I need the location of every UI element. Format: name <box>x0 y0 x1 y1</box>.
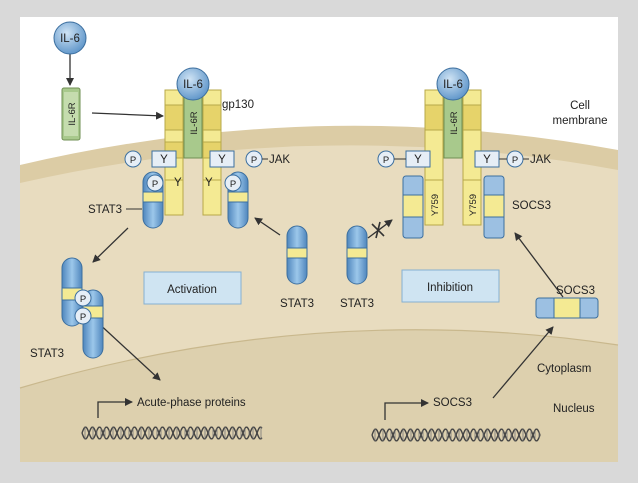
activation-box <box>143 271 242 305</box>
jak-label-left: JAK <box>269 154 290 166</box>
arrow-socs3-gene-to-protein <box>492 326 554 399</box>
p-right-2: P <box>512 155 518 166</box>
arrow-transcription-socs3 <box>384 399 429 420</box>
stat3-dimer: P P STAT3 <box>30 257 104 360</box>
stat3-free-1: STAT3 <box>280 225 314 310</box>
nuclear-envelope <box>19 329 619 389</box>
arrow-transcription-acute <box>97 398 133 418</box>
il6r-label-free: IL-6R <box>67 102 78 125</box>
arrow-stat3-dimerize <box>92 227 129 263</box>
p-dimer-1: P <box>80 294 86 305</box>
il6r-label-right: IL-6R <box>449 111 460 134</box>
cell-membrane-label-2: membrane <box>553 115 608 127</box>
stat3-label-free-1: STAT3 <box>280 298 314 310</box>
p-dimer-2: P <box>80 312 86 323</box>
stat3-label-bound: STAT3 <box>88 204 122 216</box>
y-site-right-2: Y <box>483 154 491 166</box>
dna-helix-right <box>371 428 541 442</box>
p-left-2: P <box>152 179 158 190</box>
y-site-right-1: Y <box>414 154 422 166</box>
y759-label-1: Y759 <box>430 194 441 216</box>
cytoplasm-label: Cytoplasm <box>537 363 591 375</box>
nucleus-label: Nucleus <box>553 403 595 415</box>
y-left-3: Y <box>174 177 182 189</box>
il6-ligand-free: IL-6 <box>53 21 87 55</box>
il6-label-left: IL-6 <box>183 79 203 91</box>
dna-layer <box>81 426 541 442</box>
p-right-1: P <box>383 155 389 166</box>
il6r-label-left: IL-6R <box>189 111 200 134</box>
dna-helix-left <box>81 426 263 440</box>
inhibition-box <box>401 269 500 303</box>
receptor-complex-inhibition: IL-6R IL-6 Y759 Y759 Y Y P P JAK SOCS3 <box>377 67 551 239</box>
arrow-to-acute-phase <box>94 319 161 381</box>
socs3-gene-label: SOCS3 <box>433 397 472 409</box>
gp130-label: gp130 <box>222 99 254 111</box>
p-left-3: P <box>230 179 236 190</box>
il6r-free: IL-6R <box>61 87 81 141</box>
y-site-left-2: Y <box>218 154 226 166</box>
nucleus-region <box>20 329 618 462</box>
activation-label: Activation <box>167 284 217 296</box>
arrow-socs3-to-receptor <box>514 232 564 298</box>
acute-phase-label: Acute-phase proteins <box>137 397 246 409</box>
stat3-free-2: STAT3 <box>340 225 374 310</box>
blocked-arrow <box>367 219 393 239</box>
socs3-label-bound: SOCS3 <box>512 200 551 212</box>
jak-label-right: JAK <box>530 154 551 166</box>
p-left-1: P <box>130 155 136 166</box>
arrow-stat3-to-receptor <box>254 217 281 236</box>
stat3-label-dimer: STAT3 <box>30 348 64 360</box>
receptor-complex-activation: IL-6R Y Y IL-6 P P Y Y P P JAK gp130 <box>88 67 290 229</box>
y759-label-2: Y759 <box>468 194 479 216</box>
arrow-il6r-to-receptor <box>91 111 164 120</box>
arrows-layer <box>66 51 564 420</box>
socs3-label-free: SOCS3 <box>556 285 595 297</box>
il6-label-free: IL-6 <box>60 33 80 45</box>
y-site-left-1: Y <box>160 154 168 166</box>
cell-membrane-label-1: Cell <box>570 100 590 112</box>
inhibition-label: Inhibition <box>427 282 473 294</box>
il6-label-right: IL-6 <box>443 79 463 91</box>
stat3-label-free-2: STAT3 <box>340 298 374 310</box>
y-left-4: Y <box>205 177 213 189</box>
socs3-free: SOCS3 <box>535 285 599 319</box>
p-left-4: P <box>251 155 257 166</box>
